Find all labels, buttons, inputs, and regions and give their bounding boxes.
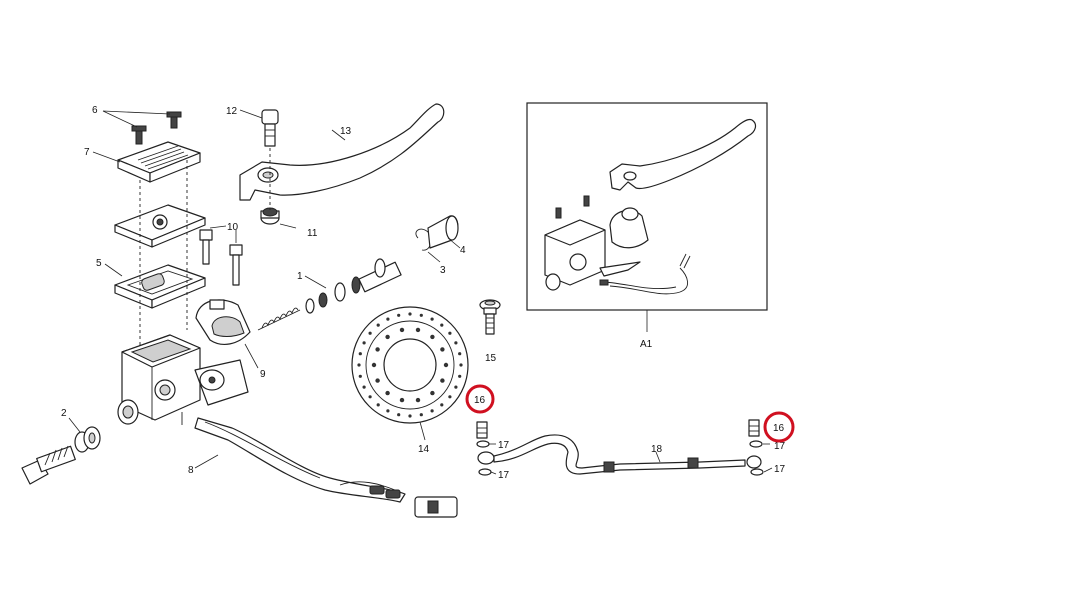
callout-1: 1 xyxy=(297,271,303,282)
callout-17-left-top: 17 xyxy=(498,440,510,451)
disc-hole xyxy=(415,397,421,403)
disc-hole xyxy=(408,414,412,418)
reservoir-cap-screws xyxy=(102,110,182,145)
callout-3: 3 xyxy=(440,265,446,276)
disc-hole xyxy=(399,327,405,333)
disc-hole xyxy=(430,334,435,340)
callout-17-left-bottom: 17 xyxy=(498,470,510,481)
disc-hole xyxy=(458,352,462,356)
callout-12: 12 xyxy=(226,106,238,117)
callout-8: 8 xyxy=(188,465,194,476)
disc-hole xyxy=(430,390,435,396)
disc-hole xyxy=(448,331,452,335)
disc-hole xyxy=(440,403,444,407)
callout-13: 13 xyxy=(340,126,352,137)
disc-hole xyxy=(458,374,462,378)
brake-disc xyxy=(351,306,469,441)
callout-16-right: 16 xyxy=(773,423,785,434)
disc-hole xyxy=(399,397,405,403)
disc-hole xyxy=(368,331,372,335)
callout-labels: 1 2 3 4 5 6 7 8 9 10 11 12 13 14 15 16 1… xyxy=(61,105,786,481)
disc-hole xyxy=(448,395,452,399)
highlight-ring-16-right xyxy=(763,411,795,443)
callout-17-right-bottom: 17 xyxy=(774,464,786,475)
disc-hole xyxy=(440,323,444,327)
callout-15: 15 xyxy=(485,353,497,364)
clamp-bolts xyxy=(199,225,243,286)
disc-hole xyxy=(419,413,423,417)
banjo-bolt-and-washers xyxy=(21,417,101,485)
dust-boot xyxy=(427,215,461,249)
piston-assembly xyxy=(257,258,402,331)
disc-hole xyxy=(376,403,380,407)
disc-hole xyxy=(362,385,366,389)
callout-17-right-top: 17 xyxy=(774,441,786,452)
disc-hole xyxy=(376,323,380,327)
lever-pivot-bolt xyxy=(239,109,279,147)
disc-hole xyxy=(386,317,390,321)
reservoir-cap xyxy=(92,141,201,183)
assembly-inset-drawing xyxy=(544,118,757,295)
disc-hole xyxy=(368,395,372,399)
hose-washers-right xyxy=(749,440,773,476)
disc-hole xyxy=(459,363,463,367)
brake-hose xyxy=(477,434,762,475)
disc-hole xyxy=(385,390,390,396)
disc-hole xyxy=(454,341,458,345)
callout-5: 5 xyxy=(96,258,102,269)
callout-9: 9 xyxy=(260,369,266,380)
callout-14: 14 xyxy=(418,444,430,455)
callout-16-left: 16 xyxy=(474,395,486,406)
reservoir-diaphragm xyxy=(114,204,206,248)
reservoir-gasket xyxy=(104,263,206,309)
disc-hole xyxy=(443,362,449,368)
disc-hole xyxy=(415,327,421,333)
disc-hole xyxy=(430,317,434,321)
disc-hole xyxy=(440,378,445,383)
callout-7: 7 xyxy=(84,147,90,158)
callout-2: 2 xyxy=(61,408,67,419)
disc-hole xyxy=(386,409,390,413)
callout-4: 4 xyxy=(460,245,466,256)
disc-hole xyxy=(358,374,362,378)
disc-hole xyxy=(385,334,390,340)
disc-hole xyxy=(430,409,434,413)
disc-hole xyxy=(440,347,445,352)
hose-banjo-bolt-left xyxy=(476,421,488,439)
disc-hole xyxy=(371,362,377,368)
callout-18: 18 xyxy=(651,444,663,455)
brake-lever xyxy=(239,103,445,201)
pivot-nut xyxy=(260,207,297,229)
hose-washers-left xyxy=(476,440,497,476)
callout-A1: A1 xyxy=(640,339,653,350)
hose-banjo-bolt-right xyxy=(748,419,760,437)
disc-bolt xyxy=(479,299,501,335)
disc-hole xyxy=(454,385,458,389)
disc-hole xyxy=(358,352,362,356)
disc-hole xyxy=(408,312,412,316)
callout-6: 6 xyxy=(92,105,98,116)
handlebar-clamp xyxy=(195,299,259,369)
master-cylinder-body xyxy=(117,334,249,425)
disc-hole xyxy=(375,347,380,352)
disc-hole xyxy=(397,313,401,317)
callout-10: 10 xyxy=(227,222,239,233)
disc-hole xyxy=(357,363,361,367)
disc-hole xyxy=(397,413,401,417)
disc-hole xyxy=(375,378,380,383)
disc-hole xyxy=(419,313,423,317)
brake-light-switch-cable xyxy=(194,417,458,518)
disc-hole xyxy=(362,341,366,345)
callout-11: 11 xyxy=(307,228,318,239)
highlight-ring-16-left xyxy=(465,384,495,414)
